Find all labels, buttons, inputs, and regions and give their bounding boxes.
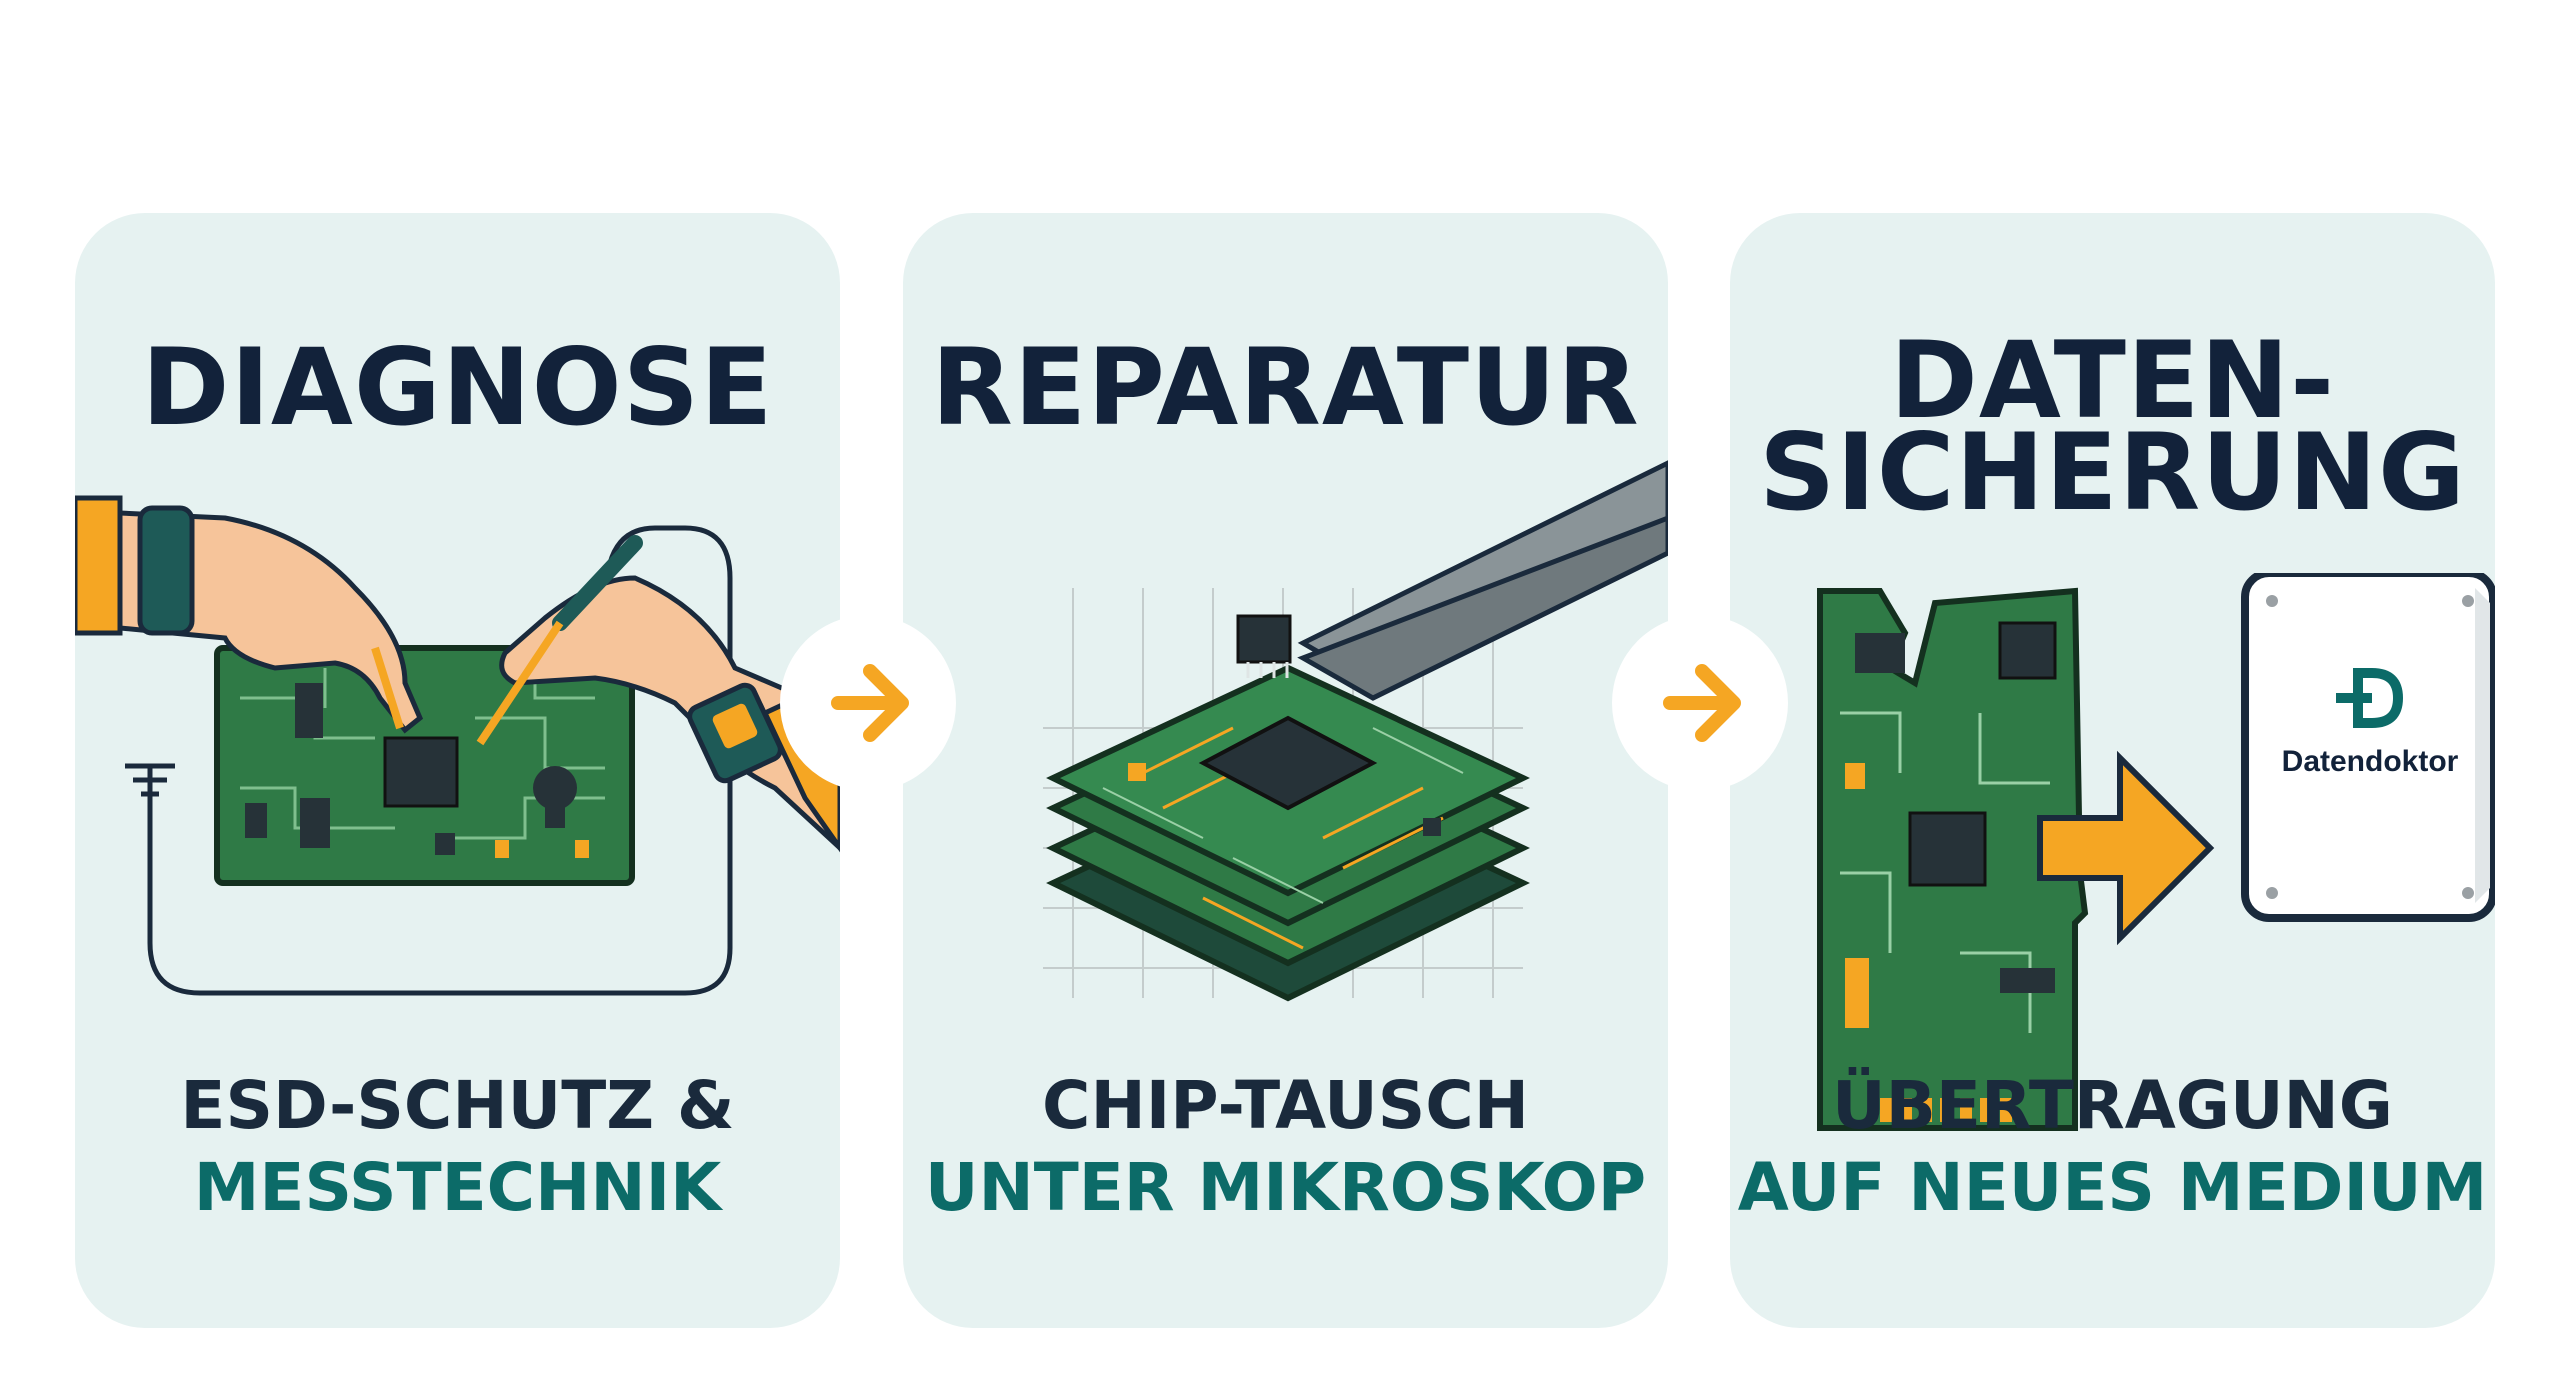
step-card-datensicherung: DATEN- SICHERUNG Datendoktor	[1730, 213, 2495, 1328]
step-subtitle: ESD-SCHUTZ & MESSTECHNIK	[180, 1067, 735, 1226]
step-card-reparatur: REPARATUR	[903, 213, 1668, 1328]
tweezers-chip-icon	[1043, 460, 1668, 1002]
arrow-right-icon	[1663, 664, 1741, 742]
step-card-diagnose: DIAGNOSE	[75, 213, 840, 1328]
step-subtitle: CHIP-TAUSCH UNTER MIKROSKOP	[924, 1067, 1647, 1226]
drive-label: Datendoktor	[2282, 745, 2459, 778]
step-arrow	[1612, 615, 1788, 791]
step-subtitle: ÜBERTRAGUNG AUF NEUES MEDIUM	[1737, 1067, 2488, 1226]
step-title: REPARATUR	[931, 326, 1640, 449]
step-title: DIAGNOSE	[141, 326, 774, 449]
arrow-right-icon	[831, 664, 909, 742]
pcb-to-drive-icon: Datendoktor	[1817, 573, 2495, 1131]
hands-multimeter-icon	[75, 495, 840, 996]
step-arrow	[780, 615, 956, 791]
step-title: DATEN- SICHERUNG	[1758, 319, 2467, 534]
